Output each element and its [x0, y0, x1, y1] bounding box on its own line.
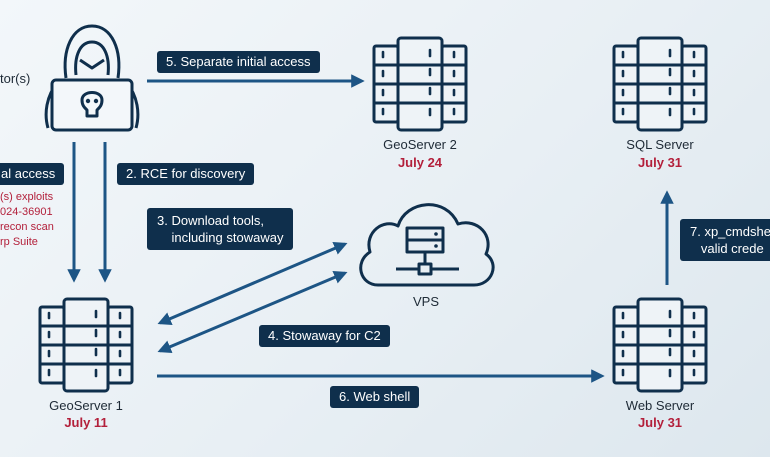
geoserver2-name: GeoServer 2 [383, 137, 457, 152]
step-1-note: (s) exploits 024-36901 recon scan rp Sui… [0, 191, 54, 248]
geoserver1-date: July 11 [64, 415, 108, 430]
threat-actor-icon [44, 24, 140, 132]
geoserver2-icon [372, 36, 468, 132]
geoserver2-date: July 24 [397, 155, 443, 170]
webserver-icon [612, 297, 708, 393]
geoserver1-icon [38, 297, 134, 393]
sqlserver-date: July 31 [637, 155, 683, 170]
threat-actor-label: tor(s) [0, 71, 31, 86]
vps-name: VPS [412, 294, 439, 309]
step-2-label: 2. RCE for discovery [117, 163, 255, 185]
webserver-name: Web Server [625, 398, 695, 413]
vps-cloud-icon [359, 203, 495, 287]
arrow-step4 [157, 270, 348, 354]
step-5-label: 5. Separate initial access [157, 51, 320, 73]
geoserver1-name: GeoServer 1 [49, 398, 123, 413]
step-1-label: al access [0, 163, 65, 185]
sqlserver-icon [612, 36, 708, 132]
sqlserver-name: SQL Server [626, 137, 694, 152]
step-7-label: 7. xp_cmdshe valid crede [680, 219, 770, 261]
step-4-label: 4. Stowaway for C2 [259, 325, 390, 347]
step-6-label: 6. Web shell [330, 386, 420, 408]
step-3-label: 3. Download tools, including stowaway [147, 208, 294, 250]
webserver-date: July 31 [637, 415, 683, 430]
